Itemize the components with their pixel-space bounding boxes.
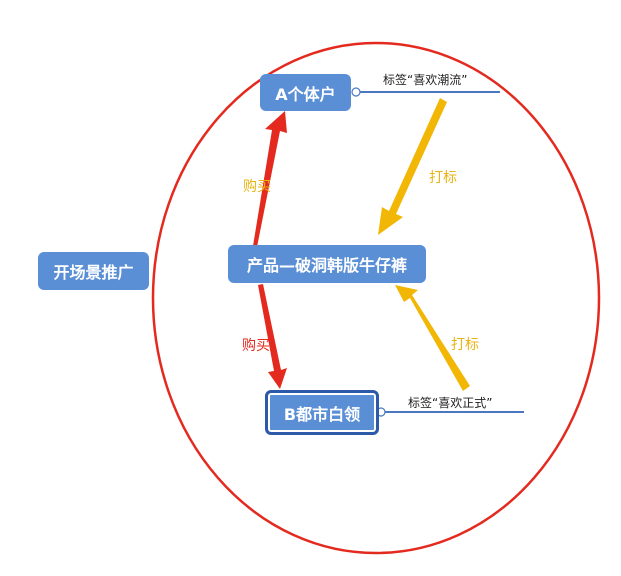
buy-arrow-to-b	[258, 284, 287, 389]
buy-arrow-to-a	[253, 111, 287, 247]
tag-arrow-from-b	[395, 285, 470, 391]
tag-a-text[interactable]: 标签“喜欢潮流”	[383, 73, 468, 87]
buy-label-b: 购买	[242, 338, 270, 354]
scene-circle	[151, 41, 601, 555]
tag-b-text[interactable]: 标签“喜欢正式”	[408, 396, 493, 410]
customer-a-node[interactable]: A个体户	[260, 74, 351, 111]
root-node-scene-promotion[interactable]: 开场景推广	[38, 252, 149, 290]
buy-label-a: 购买	[243, 179, 271, 195]
tag-label-edge-b: 打标	[451, 337, 479, 353]
tag-arrow-from-a	[378, 98, 447, 235]
tag-a-connector	[351, 87, 361, 97]
product-node[interactable]: 产品—破洞韩版牛仔裤	[228, 245, 426, 283]
tag-label-edge-a: 打标	[429, 170, 457, 186]
customer-b-node[interactable]: B都市白领	[265, 390, 379, 435]
